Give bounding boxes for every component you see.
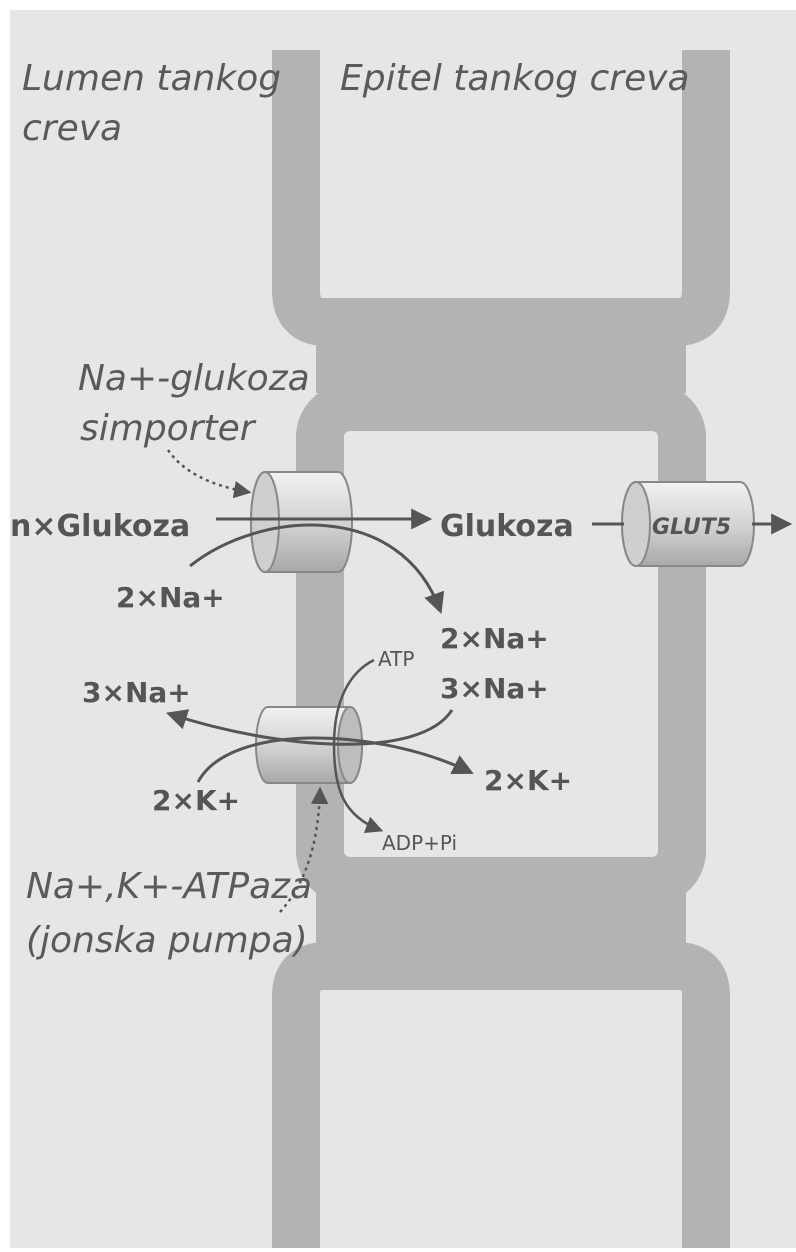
k-cell-label: 2×K+	[484, 764, 572, 797]
cell-middle	[296, 383, 706, 905]
glukoza-label: Glukoza	[440, 509, 574, 544]
symporter-pointer	[166, 449, 252, 499]
k-lumen-label: 2×K+	[152, 784, 240, 817]
glut5-channel	[621, 481, 755, 567]
n-glukoza-label: n×Glukoza	[10, 509, 190, 544]
junction-top	[316, 335, 686, 393]
adp-label: ADP+Pi	[382, 831, 457, 855]
glut5-label: GLUT5	[652, 515, 731, 540]
symporter-label-line2: simporter	[80, 408, 257, 449]
k-pump-arrow	[196, 736, 474, 783]
pump-label-line1: Na+,K+-ATPaza	[26, 866, 312, 907]
lumen-label-line1: Lumen tankog	[22, 58, 281, 99]
na-lumen-label: 2×Na+	[116, 581, 225, 614]
symporter-channel	[250, 471, 353, 573]
epitel-label: Epitel tankog creva	[340, 58, 690, 99]
na-cell-3-label: 3×Na+	[440, 672, 549, 705]
epithelium	[272, 50, 730, 1248]
na-pump-arrow	[166, 709, 454, 746]
lumen-label-line2: creva	[22, 108, 122, 149]
pump-pointer	[279, 786, 329, 913]
cell-bottom	[272, 942, 730, 1248]
na-lumen-3-label: 3×Na+	[82, 676, 191, 709]
cell-top	[272, 50, 730, 346]
na-cell-label: 2×Na+	[440, 622, 549, 655]
pump-label-line2: (jonska pumpa)	[26, 920, 308, 961]
symporter-label-line1: Na+-glukoza	[78, 358, 310, 399]
na-cotransport-arrow	[189, 523, 445, 614]
atp-label: ATP	[378, 647, 414, 671]
